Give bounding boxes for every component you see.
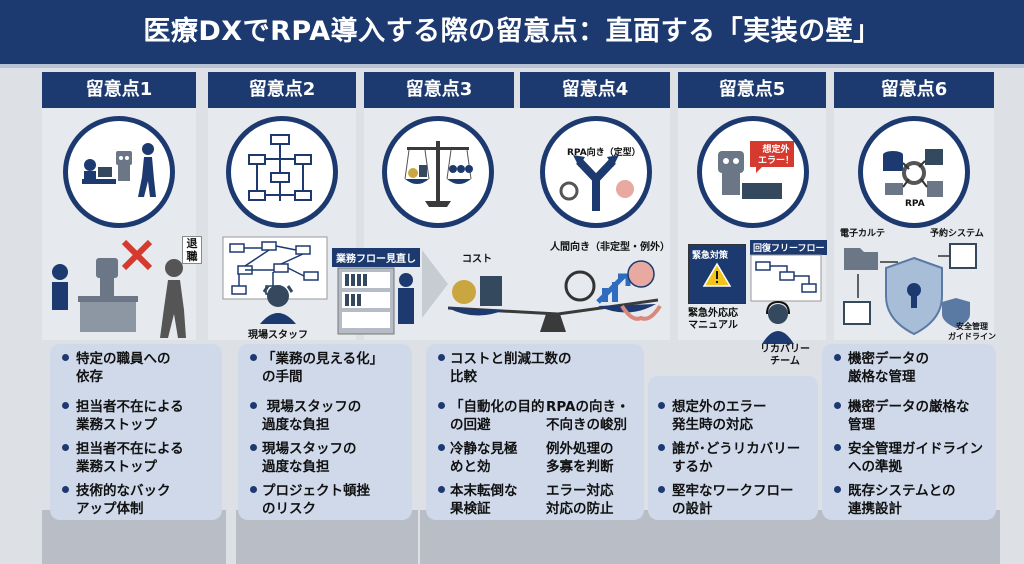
rpa-network-icon xyxy=(883,149,943,197)
bullet-box-2 xyxy=(238,344,412,520)
title-bar xyxy=(0,0,1024,64)
bullet-dot xyxy=(250,354,257,361)
file-cabinet-icon xyxy=(337,267,414,335)
bullet-6-4: 既存システムとの 連携設計 xyxy=(848,483,956,517)
bullet-4-3: エラー対応 対応の防止 xyxy=(546,483,614,517)
bullet-dot xyxy=(834,354,841,361)
operator-icon xyxy=(762,300,794,344)
bullet-dot xyxy=(62,444,69,451)
bullet-2-3: 現場スタッフの 過度な負担 xyxy=(262,441,357,475)
cost-label: コスト xyxy=(462,254,492,265)
scale-icon xyxy=(404,141,473,207)
bullet-dot xyxy=(250,402,257,409)
retire-sign: 退職 xyxy=(182,236,202,264)
bullet-5-3: 堅牢なワークフロー の設計 xyxy=(672,483,794,517)
bullet-1-2: 担当者不在による 業務ストップ xyxy=(76,399,184,433)
chevron-icon xyxy=(422,250,448,318)
bullet-6-3: 安全管理ガイドライン への準拠 xyxy=(848,441,983,475)
bullet-dot xyxy=(658,444,665,451)
emergency-label: 緊急対策 xyxy=(692,251,729,261)
robot-error-icon xyxy=(718,141,794,199)
cross-icon xyxy=(121,239,153,271)
security-shield-icon xyxy=(843,243,977,336)
bullet-3-4: 本末転倒な 果検証 xyxy=(450,483,518,517)
human-fit-label: 人間向き（非定型・例外） xyxy=(550,242,670,253)
recovery-flow-icon xyxy=(750,254,822,302)
circle-icon-1 xyxy=(63,116,175,228)
circle-icon-2 xyxy=(226,116,338,228)
recovery-flow-label: 回復フリーフロー xyxy=(750,240,828,255)
bullet-dot xyxy=(834,486,841,493)
bullet-box-3-4 xyxy=(426,344,644,520)
bullet-3-1: コストと削減工数の 比較 xyxy=(450,351,572,385)
review-label: 業務フロー見直し xyxy=(332,248,420,267)
circle-icon-6: RPA xyxy=(858,116,970,228)
circle-icon-4: RPA向き（定型） xyxy=(540,116,652,228)
bullet-6-1: 機密データの 厳格な管理 xyxy=(848,351,929,385)
branch-arrow-icon xyxy=(559,155,634,211)
balance-icon xyxy=(448,270,658,332)
bullet-2-2: 現場スタッフの 過度な負担 xyxy=(262,399,362,433)
bullet-dot xyxy=(62,354,69,361)
worker-desk-icon xyxy=(52,258,186,338)
header-2: 留意点2 xyxy=(208,72,356,108)
bullet-2-1: 「業務の見える化」 の手間 xyxy=(262,351,384,385)
bullet-dot xyxy=(834,444,841,451)
stressed-staff-icon xyxy=(260,285,296,324)
bullet-1-4: 技術的なバック アップ体制 xyxy=(76,483,171,517)
bullet-box-5 xyxy=(648,376,818,520)
bullet-dot xyxy=(438,486,445,493)
bullet-6-2: 機密データの厳格な 管理 xyxy=(848,399,970,433)
booking-label: 予約システム xyxy=(930,229,984,239)
header-4: 留意点4 xyxy=(520,72,670,108)
unexpected-error-label: 想定外 エラー！ xyxy=(758,145,795,166)
bullet-5-2: 誰が･どうリカバリー するか xyxy=(672,441,801,475)
bullet-box-6 xyxy=(822,344,996,520)
bullet-dot xyxy=(62,402,69,409)
title-rule xyxy=(0,64,1024,68)
warning-icon xyxy=(702,262,732,287)
bullet-4-2: 例外処理の 多寡を判断 xyxy=(546,441,614,475)
page-title: 医療DXでRPA導入する際の留意点：直面する「実装の壁」 xyxy=(143,16,881,47)
emergency-manual-label: 緊急外応応 マニュアル xyxy=(688,308,738,331)
bullet-3-2: 「自動化の目的 の回避 xyxy=(450,399,545,433)
bullet-dot xyxy=(438,402,445,409)
staff-label: 現場スタッフ xyxy=(248,330,308,341)
bullet-4-1: RPAの向き・ 不向きの峻別 xyxy=(546,399,630,433)
guideline-label: 安全管理 ガイドライン xyxy=(948,322,996,341)
rpa-label: RPA xyxy=(905,199,925,209)
bullet-box-1 xyxy=(50,344,222,520)
rpa-fit-label: RPA向き（定型） xyxy=(567,148,641,158)
bullet-dot xyxy=(658,486,665,493)
flowchart-icon xyxy=(248,134,312,201)
bullet-1-3: 担当者不在による 業務ストップ xyxy=(76,441,184,475)
bullet-1-1: 特定の職員への 依存 xyxy=(76,351,171,385)
circle-icon-3 xyxy=(382,116,494,228)
recovery-team-label: リカバリー チーム xyxy=(760,344,810,367)
bullet-5-1: 想定外のエラー 発生時の対応 xyxy=(672,399,767,433)
office-robot-icon xyxy=(82,143,156,197)
ehr-label: 電子カルテ xyxy=(840,229,886,239)
bullet-dot xyxy=(834,402,841,409)
circle-icon-5: 想定外 エラー！ xyxy=(697,116,809,228)
header-3: 留意点3 xyxy=(364,72,514,108)
bullet-3-3: 冷静な見極 めと効 xyxy=(450,441,518,475)
header-5: 留意点5 xyxy=(678,72,826,108)
header-6: 留意点6 xyxy=(834,72,994,108)
brain-hands-icon xyxy=(620,260,662,321)
bullet-dot xyxy=(250,486,257,493)
bullet-2-4: プロジェクト頓挫 のリスク xyxy=(262,483,370,517)
bullet-dot xyxy=(658,402,665,409)
header-1: 留意点1 xyxy=(42,72,196,108)
bullet-dot xyxy=(62,486,69,493)
bullet-dot xyxy=(438,444,445,451)
bullet-dot xyxy=(438,354,445,361)
bullet-dot xyxy=(250,444,257,451)
